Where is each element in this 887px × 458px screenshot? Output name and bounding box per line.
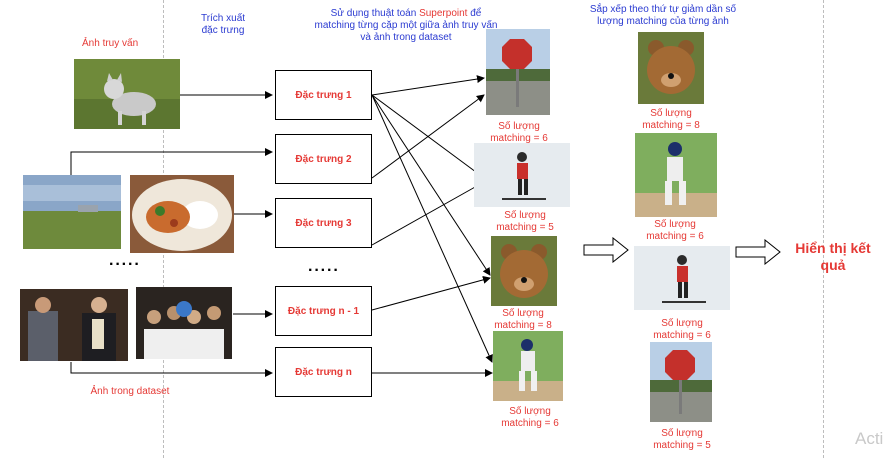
feature-ellipsis: ·····: [308, 262, 340, 279]
feature-box-n: Đặc trưng n: [275, 347, 372, 397]
match-label-3: Số lượng matching = 8: [494, 308, 552, 331]
matching-description-pre: Sử dụng thuật toán: [330, 8, 420, 19]
feature-box-1: Đặc trưng 1: [275, 70, 372, 120]
dataset-image-crowd: [136, 287, 232, 359]
feature-extract-label: Trích xuất đặc trưng: [200, 13, 246, 36]
dataset-ellipsis: ·····: [109, 256, 141, 273]
match-image-bear: [491, 236, 557, 306]
sort-arrow: [583, 237, 629, 263]
query-image-label: Ảnh truy vấn: [82, 38, 139, 49]
result-arrow: [735, 239, 781, 265]
dataset-image-food: [130, 175, 234, 253]
matching-description: Sử dụng thuật toán Superpoint để matchin…: [312, 8, 500, 44]
matching-algorithm: Superpoint: [419, 8, 468, 19]
sorted-label-2: Số lượng matching = 6: [646, 219, 704, 242]
sorted-image-skier: [634, 246, 730, 310]
activation-watermark: Acti: [855, 429, 884, 448]
feature-box-n-1: Đặc trưng n - 1: [275, 286, 372, 336]
sorted-label-1: Số lượng matching = 8: [642, 108, 700, 131]
dataset-images-label: Ảnh trong dataset: [90, 386, 170, 397]
sorted-image-bear: [638, 32, 704, 104]
sort-description: Sắp xếp theo thứ tự giảm dần số lượng ma…: [589, 4, 737, 27]
sorted-label-4: Số lượng matching = 5: [653, 428, 711, 451]
query-image-cat: [74, 59, 180, 129]
match-image-skier: [474, 143, 570, 207]
result-text: Hiển thị kết quả: [795, 240, 871, 273]
feature-box-3: Đặc trưng 3: [275, 198, 372, 248]
sorted-label-3: Số lượng matching = 6: [653, 318, 711, 341]
feature-box-2: Đặc trưng 2: [275, 134, 372, 184]
match-image-baseball: [493, 331, 563, 401]
sorted-image-stop-sign: [650, 342, 712, 422]
separator-line-2: [823, 0, 824, 458]
match-label-4: Số lượng matching = 6: [501, 406, 559, 429]
match-image-stop-sign: [486, 29, 550, 115]
sorted-image-baseball: [635, 133, 717, 217]
match-label-1: Số lượng matching = 6: [490, 121, 548, 144]
dataset-image-people: [20, 289, 128, 361]
match-label-2: Số lượng matching = 5: [496, 210, 554, 233]
dataset-image-landscape: [23, 175, 121, 249]
matching-description-post: để matching từng cặp một giữa ảnh truy v…: [314, 8, 498, 43]
